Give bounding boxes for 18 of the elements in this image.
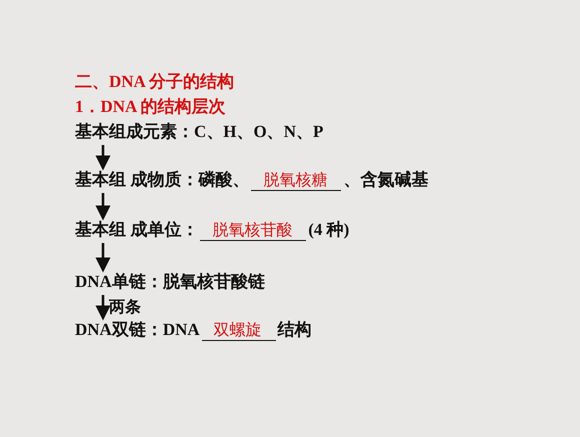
fill-in-answer: 双螺旋 bbox=[202, 320, 276, 341]
node-text: 结构 bbox=[278, 320, 312, 339]
node-text: 基本组 成物质：磷酸、 bbox=[75, 170, 250, 189]
arrow bbox=[96, 145, 110, 170]
node-text: 基本组 成单位： bbox=[75, 220, 198, 239]
arrow bbox=[96, 193, 110, 220]
section-subtitle: 1．DNA 的结构层次 bbox=[75, 96, 226, 118]
edge-label: 两条 bbox=[109, 298, 141, 318]
node-text: DNA单链：脱氧核苷酸链 bbox=[75, 272, 265, 291]
node-text: 基本组成元素：C、H、O、N、P bbox=[75, 122, 324, 141]
section-title: 二、DNA 分子的结构 bbox=[75, 71, 234, 93]
arrow bbox=[96, 243, 110, 272]
node-text: 、含氮碱基 bbox=[343, 170, 428, 189]
fill-in-answer: 脱氧核糖 bbox=[251, 170, 342, 191]
node-text: (4 种) bbox=[308, 220, 350, 239]
arrow bbox=[96, 295, 110, 320]
node-text: DNA双链：DNA bbox=[75, 320, 200, 339]
fill-in-answer: 脱氧核苷酸 bbox=[200, 220, 306, 241]
